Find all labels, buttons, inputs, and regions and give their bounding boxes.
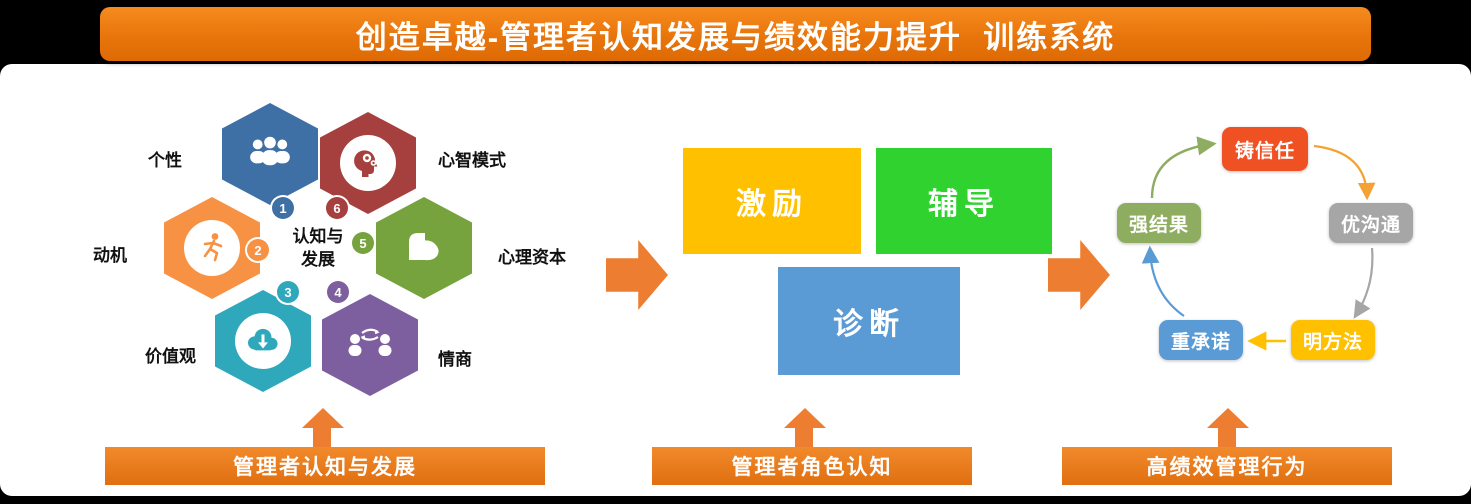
up-arrow-icon xyxy=(1207,408,1249,428)
cycle-node-label: 优沟通 xyxy=(1340,214,1401,236)
caption-text: 管理者认知与发展 xyxy=(233,456,417,479)
hexagon-personality xyxy=(222,103,318,205)
box-incentive: 激励 xyxy=(683,148,861,254)
hexagon-label-personality: 个性 xyxy=(148,151,182,170)
caption-bar-role: 管理者角色认知 xyxy=(652,447,972,485)
cycle-node-label: 铸信任 xyxy=(1234,140,1295,162)
hexagon-number-badge: 1 xyxy=(272,197,294,219)
hexagon-number-badge: 4 xyxy=(327,281,349,303)
hexagon-eq xyxy=(322,294,418,396)
cycle-node-method: 明方法 xyxy=(1291,320,1375,360)
up-arrow-icon xyxy=(784,408,826,428)
strength-arm-icon xyxy=(401,226,447,271)
cloud-download-icon xyxy=(235,313,291,369)
hexagon-motivation xyxy=(164,197,260,299)
cycle-node-label: 重承诺 xyxy=(1170,331,1231,353)
mind-gears-icon xyxy=(340,135,396,191)
hexagon-label-eq: 情商 xyxy=(438,350,472,369)
hexagon-label-values: 价值观 xyxy=(145,347,196,366)
people-exchange-icon xyxy=(346,326,394,365)
hexagon-number-badge: 5 xyxy=(352,232,374,254)
hexagon-number-badge: 3 xyxy=(277,281,299,303)
runner-icon xyxy=(184,220,240,276)
hexagon-mindset xyxy=(320,112,416,214)
caption-bar-cognition: 管理者认知与发展 xyxy=(105,447,545,485)
title-banner: 创造卓越-管理者认知发展与绩效能力提升 训练系统 xyxy=(100,7,1371,61)
hexagon-label-psych-capital: 心理资本 xyxy=(498,248,566,267)
cycle-node-label: 明方法 xyxy=(1302,331,1363,353)
center-label-line2: 发展 xyxy=(301,249,335,269)
cycle-node-results: 强结果 xyxy=(1117,203,1201,243)
cycle-node-communication: 优沟通 xyxy=(1329,203,1413,243)
box-coaching: 辅导 xyxy=(876,148,1052,254)
caption-bar-behavior: 高绩效管理行为 xyxy=(1062,447,1392,485)
hexagon-psych-capital xyxy=(376,197,472,299)
hexagon-number-badge: 6 xyxy=(326,197,348,219)
caption-text: 高绩效管理行为 xyxy=(1146,456,1308,479)
box-label: 激励 xyxy=(736,188,808,221)
hexagon-label-motivation: 动机 xyxy=(93,246,127,265)
hexagon-number-badge: 2 xyxy=(247,239,269,261)
up-arrow-icon xyxy=(313,427,331,447)
cycle-node-label: 强结果 xyxy=(1128,214,1189,236)
hexagon-values xyxy=(215,290,311,392)
box-label: 辅导 xyxy=(928,188,1000,221)
team-people-icon xyxy=(247,135,293,174)
cycle-node-trust: 铸信任 xyxy=(1222,127,1308,171)
box-label: 诊断 xyxy=(833,308,905,341)
center-label: 认知与 发展 xyxy=(276,226,360,272)
box-diagnosis: 诊断 xyxy=(778,267,960,375)
hexagon-label-mindset: 心智模式 xyxy=(438,151,506,170)
caption-text: 管理者角色认知 xyxy=(731,456,893,479)
up-arrow-icon xyxy=(302,408,344,428)
cycle-node-commitment: 重承诺 xyxy=(1159,320,1243,360)
up-arrow-icon xyxy=(1218,427,1236,447)
page-title: 创造卓越-管理者认知发展与绩效能力提升 训练系统 xyxy=(355,19,1116,55)
up-arrow-icon xyxy=(795,427,813,447)
center-label-line1: 认知与 xyxy=(292,227,344,246)
